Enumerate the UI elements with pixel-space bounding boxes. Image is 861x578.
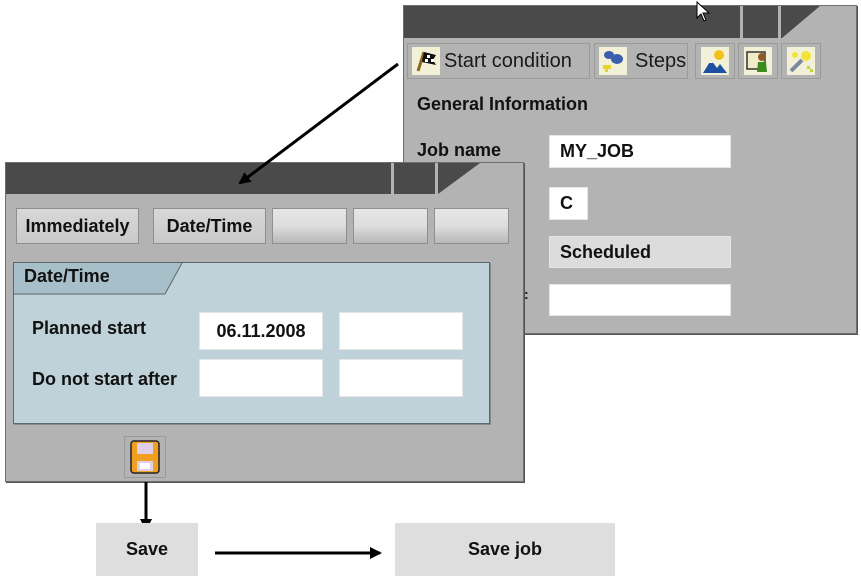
job-name-label: Job name: [417, 140, 502, 160]
start-condition-button[interactable]: Start condition: [407, 43, 590, 79]
user-screen-icon: [744, 47, 772, 75]
start-condition-label: Start condition: [444, 49, 572, 72]
general-information-heading: General Information: [417, 94, 589, 114]
planned-start-time-input[interactable]: [339, 312, 463, 350]
mountain-sun-icon: [701, 47, 729, 75]
immediately-button[interactable]: Immediately: [16, 208, 139, 244]
mouse-cursor-icon: [696, 1, 711, 22]
do-not-start-after-label: Do not start after: [32, 369, 178, 389]
planned-start-date-input[interactable]: 06.11.2008: [199, 312, 323, 350]
group-tab: [14, 263, 183, 295]
title-bar-separator: [391, 163, 394, 194]
status-field: Scheduled: [549, 236, 731, 268]
steps-icon: [599, 47, 627, 75]
title-bar-separator: [435, 163, 438, 194]
flow-step-save: Save: [96, 523, 198, 576]
flag-icon: [412, 47, 440, 75]
group-title: Date/Time: [24, 266, 110, 286]
job-name-input[interactable]: MY_JOB: [549, 135, 731, 168]
wizard-button[interactable]: [781, 43, 821, 79]
exec-target-label-fragment: :: [524, 286, 529, 302]
do-not-start-after-time-input[interactable]: [339, 359, 463, 397]
start-option-button-4[interactable]: [353, 208, 428, 244]
planned-start-label: Planned start: [32, 318, 147, 338]
date-time-group: Date/Time Planned start 06.11.2008 Do no…: [13, 262, 490, 424]
title-bar-corner: [782, 6, 856, 38]
save-button[interactable]: [124, 436, 166, 478]
start-option-button-5[interactable]: [434, 208, 509, 244]
start-condition-window: Immediately Date/Time Date/Time Planned …: [5, 162, 524, 482]
title-bar-separator: [778, 6, 781, 38]
date-time-button[interactable]: Date/Time: [153, 208, 266, 244]
spool-list-button[interactable]: [695, 43, 735, 79]
save-icon: [130, 440, 160, 474]
steps-button[interactable]: Steps: [594, 43, 688, 79]
title-bar-separator: [740, 6, 743, 38]
do-not-start-after-date-input[interactable]: [199, 359, 323, 397]
flow-step-save-job: Save job: [395, 523, 615, 576]
job-class-input[interactable]: C: [549, 187, 588, 220]
title-bar-corner: [438, 163, 523, 194]
owner-button[interactable]: [738, 43, 778, 79]
magic-wand-icon: [787, 47, 815, 75]
start-option-button-3[interactable]: [272, 208, 347, 244]
steps-label: Steps: [635, 49, 687, 72]
exec-target-input[interactable]: [549, 284, 731, 316]
